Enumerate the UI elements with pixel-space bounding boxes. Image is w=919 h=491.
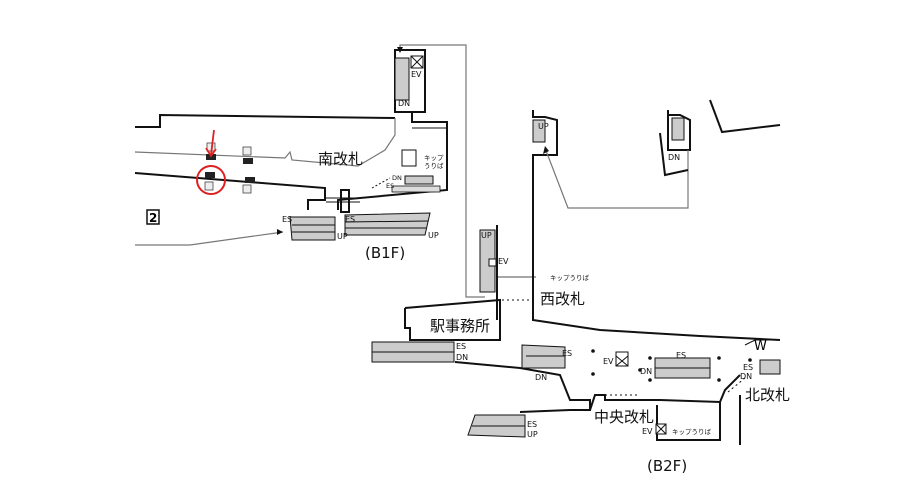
toilet-label: W xyxy=(754,339,767,354)
es-label: ES xyxy=(676,351,686,360)
es-label: ES xyxy=(282,215,292,224)
ev-label: EV xyxy=(411,70,422,79)
exit-number-box xyxy=(146,209,160,225)
dn-label: DN xyxy=(398,99,410,108)
b1f-escalators xyxy=(289,55,441,241)
station-office-label: 駅事務所 xyxy=(430,317,490,335)
south-gate-label: 南改札 xyxy=(318,150,363,168)
up-label: UP xyxy=(337,232,348,241)
north-gate-label: 北改札 xyxy=(745,386,790,404)
dn-label: DN xyxy=(535,373,547,382)
es-label: ES xyxy=(562,349,572,358)
central-gate-label: 中央改札 xyxy=(594,408,654,426)
ticket-sales-label: キップうりば xyxy=(550,273,590,282)
up-label: UP xyxy=(481,231,492,240)
west-gate-label: 西改札 xyxy=(540,290,585,308)
pillars xyxy=(591,349,752,382)
exit-number: 2 xyxy=(149,211,157,225)
es-label: ES xyxy=(743,363,753,372)
es-label: ES xyxy=(386,182,394,190)
es-label: ES xyxy=(345,215,355,224)
floor-b2f: (B2F) xyxy=(647,457,687,475)
up-label: UP xyxy=(538,122,549,131)
dn-label: DN xyxy=(392,174,402,182)
b1f-walls xyxy=(134,49,448,246)
train-door-markers xyxy=(204,142,255,194)
ticket-gates xyxy=(371,177,746,396)
b2f-escalators xyxy=(371,117,781,438)
dn-label: DN xyxy=(668,153,680,162)
b2f-walls xyxy=(397,44,781,445)
ticket-sales-label: キップ xyxy=(424,154,444,162)
ev-label: EV xyxy=(498,257,509,266)
es-label: ES xyxy=(456,342,466,351)
ticket-sales-label: うりば xyxy=(424,161,444,170)
dn-label: DN xyxy=(740,372,752,381)
ev-label: EV xyxy=(642,427,653,436)
dn-label: DN xyxy=(640,367,652,376)
highlight-marker xyxy=(196,129,226,195)
ev-label: EV xyxy=(603,357,614,366)
ticket-sales-label: キップうりば xyxy=(672,427,712,436)
es-label: ES xyxy=(527,420,537,429)
up-label: UP xyxy=(428,231,439,240)
dn-label: DN xyxy=(456,353,468,362)
up-label: UP xyxy=(527,430,538,439)
floor-b1f: (B1F) xyxy=(365,244,405,262)
